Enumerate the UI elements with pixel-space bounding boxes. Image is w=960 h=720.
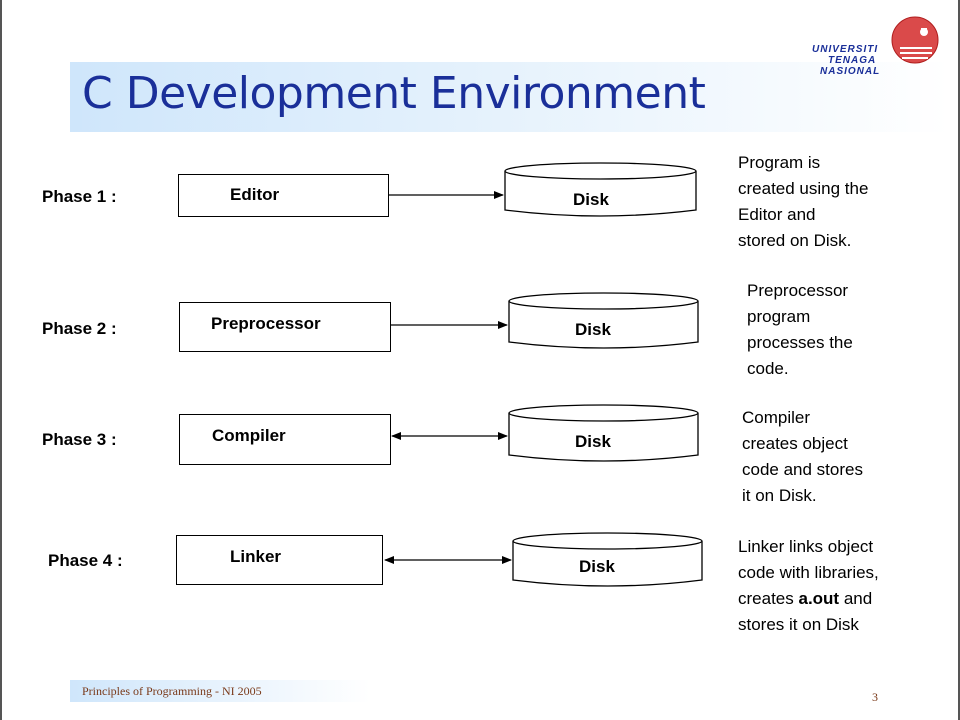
- logo-emblem-icon: [891, 16, 939, 64]
- description-text: and: [839, 589, 873, 608]
- phase-4-description-line: creates a.out and: [738, 586, 879, 612]
- phase-2-disk-icon: [508, 292, 699, 349]
- phase-3-description-line: creates object: [742, 434, 848, 453]
- aout-filename: a.out: [798, 589, 840, 608]
- phase-2-disk-label: Disk: [575, 320, 611, 339]
- phase-4-disk-label: Disk: [579, 557, 615, 576]
- phase-2-description-line: program: [747, 307, 811, 326]
- phase-4-description-line: code with libraries,: [738, 563, 879, 582]
- phase-2-description-line: code.: [747, 359, 789, 378]
- title-accent: [70, 64, 82, 130]
- phase-2-description-line: processes the: [747, 333, 853, 352]
- footer-text: Principles of Programming - NI 2005: [82, 684, 262, 698]
- page-number: 3: [872, 690, 878, 704]
- linker-label: Linker: [230, 547, 282, 566]
- slide-title: C Development Environment: [82, 68, 706, 119]
- logo-line-2: TENAGA: [828, 55, 877, 66]
- phase-1-description-line: Program is: [738, 153, 821, 172]
- university-logo: UNIVERSITI TENAGA NASIONAL: [800, 14, 950, 84]
- phase-4-disk-icon: [512, 532, 703, 587]
- phase-1-description-line: created using the: [738, 179, 869, 198]
- phase-3-disk-icon: [508, 404, 699, 462]
- phase-4-description-line: stores it on Disk: [738, 615, 859, 634]
- slide-border-right: [958, 0, 960, 720]
- editor-box: [178, 174, 389, 217]
- logo-line-3: NASIONAL: [820, 66, 881, 77]
- phase-2-description-line: Preprocessor: [747, 281, 849, 300]
- phase-4-description-line: Linker links object: [738, 537, 874, 556]
- phase-1-description-line: stored on Disk.: [738, 231, 852, 250]
- compiler-label: Compiler: [212, 426, 286, 445]
- phase-2-description: Preprocessor program processes the code.: [747, 278, 853, 382]
- phase-3-label: Phase 3 :: [42, 430, 117, 449]
- phase-3-description-line: Compiler: [742, 408, 811, 427]
- phase-1-description: Program is created using the Editor and …: [738, 150, 868, 254]
- preprocessor-label: Preprocessor: [211, 314, 321, 333]
- logo-line-1: UNIVERSITI: [812, 44, 879, 55]
- phase-3-disk-label: Disk: [575, 432, 611, 451]
- phase-1-disk-icon: [504, 162, 697, 217]
- slide-border-left: [0, 0, 2, 720]
- title-band: [70, 62, 950, 132]
- phase-3-description-line: code and stores: [742, 460, 863, 479]
- phase-1-description-line: Editor and: [738, 205, 816, 224]
- phase-3-description-line: it on Disk.: [742, 486, 817, 505]
- footer-band: [70, 680, 370, 702]
- preprocessor-box: [179, 302, 391, 352]
- phase-3-description: Compiler creates object code and stores …: [742, 405, 863, 509]
- phase-4-description: Linker links object code with libraries,…: [738, 534, 879, 638]
- description-text: creates: [738, 589, 799, 608]
- phase-2-label: Phase 2 :: [42, 319, 117, 338]
- phase-4-label: Phase 4 :: [48, 551, 123, 570]
- phase-1-label: Phase 1 :: [42, 187, 117, 206]
- linker-box: [176, 535, 383, 585]
- editor-label: Editor: [230, 185, 280, 204]
- compiler-box: [179, 414, 391, 465]
- phase-1-disk-label: Disk: [573, 190, 609, 209]
